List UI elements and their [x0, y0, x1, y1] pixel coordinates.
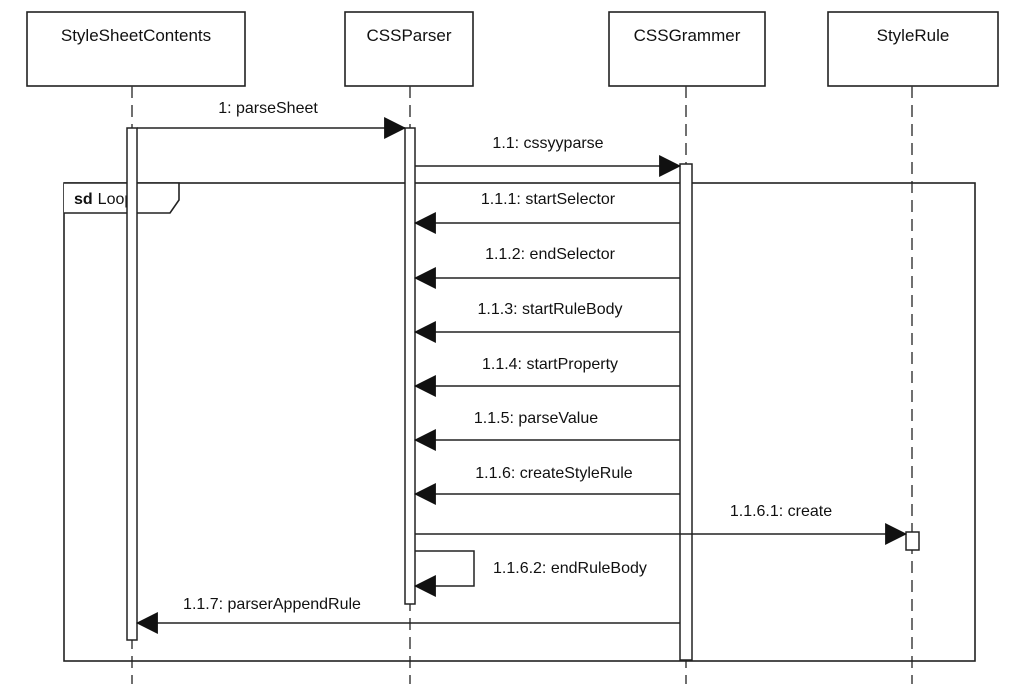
message-parser-append-rule: 1.1.7: parserAppendRule [135, 596, 680, 634]
message-parse-sheet: 1: parseSheet [137, 100, 407, 139]
participant-cssParser: CSSParser [344, 11, 474, 87]
message-label: 1.1.6.2: endRuleBody [493, 560, 647, 577]
message-label: 1.1.5: parseValue [474, 410, 598, 427]
participant-label: CSSParser [366, 26, 451, 45]
message-label: 1.1.7: parserAppendRule [183, 596, 361, 613]
message-create: 1.1.6.1: create [415, 503, 908, 545]
participant-cssGrammer: CSSGrammer [608, 11, 766, 87]
message-label: 1: parseSheet [218, 100, 318, 117]
message-label: 1.1.3: startRuleBody [478, 301, 623, 318]
message-end-rule-body: 1.1.6.2: endRuleBody [413, 550, 647, 597]
message-label: 1.1.2: endSelector [485, 246, 616, 263]
loop-frame-label: sd Loop [74, 191, 133, 208]
loop-frame: sd Loop [63, 182, 976, 662]
loop-frame-keyword: sd [74, 191, 93, 208]
participant-box [608, 11, 766, 87]
participant-box [26, 11, 246, 87]
message-label: 1.1: cssyyparse [492, 135, 603, 152]
participant-label: StyleRule [877, 26, 950, 45]
activation-bar-cssParser [404, 127, 416, 605]
participant-styleSheetContents: StyleSheetContents [26, 11, 246, 87]
participant-label: StyleSheetContents [61, 26, 211, 45]
message-label: 1.1.4: startProperty [482, 356, 618, 373]
message-end-selector: 1.1.2: endSelector [413, 246, 680, 289]
participant-box [827, 11, 999, 87]
loop-frame-title: Loop [98, 191, 134, 208]
message-cssyyparse: 1.1: cssyyparse [415, 135, 682, 177]
activation-bar-styleSheetContents [126, 127, 138, 641]
participant-styleRule: StyleRule [827, 11, 999, 87]
participant-label: CSSGrammer [634, 26, 741, 45]
activation-bar-styleRule [905, 531, 920, 551]
message-label: 1.1.1: startSelector [481, 191, 616, 208]
message-label: 1.1.6: createStyleRule [475, 465, 633, 482]
message-label: 1.1.6.1: create [730, 503, 832, 520]
loop-frame-border [63, 182, 976, 662]
message-start-selector: 1.1.1: startSelector [413, 191, 680, 234]
self-message-arrow [413, 550, 475, 597]
message-parse-value: 1.1.5: parseValue [413, 410, 680, 451]
message-create-style-rule: 1.1.6: createStyleRule [413, 465, 680, 505]
message-start-property: 1.1.4: startProperty [413, 356, 680, 397]
activation-bar-cssGrammer [679, 163, 693, 661]
participant-box [344, 11, 474, 87]
message-start-rule-body: 1.1.3: startRuleBody [413, 301, 680, 343]
